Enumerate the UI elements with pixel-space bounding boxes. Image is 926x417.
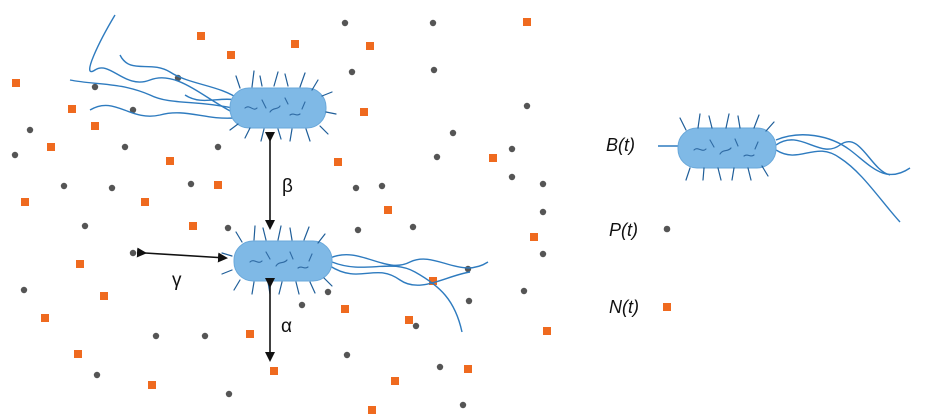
- nutrient-square: [334, 158, 342, 166]
- gamma-label: γ: [172, 270, 182, 291]
- phage-dot: [225, 390, 233, 398]
- phage-dot: [11, 151, 19, 159]
- nutrient-square: [100, 292, 108, 300]
- phage-dot: [429, 19, 437, 27]
- nutrient-square: [227, 51, 235, 59]
- phage-dot: [539, 250, 547, 258]
- phage-dot: [508, 145, 516, 153]
- nutrient-square: [189, 222, 197, 230]
- phage-dot: [341, 19, 349, 27]
- nutrient-square: [270, 367, 278, 375]
- legend-nutrient-square: [663, 303, 671, 311]
- phage-dot: [539, 208, 547, 216]
- alpha-label: α: [281, 316, 292, 337]
- phage-dot: [465, 297, 473, 305]
- nutrient-square: [366, 42, 374, 50]
- nutrient-square: [429, 277, 437, 285]
- nutrient-square: [214, 181, 222, 189]
- phage-dot: [449, 129, 457, 137]
- nutrient-square: [391, 377, 399, 385]
- nutrient-square: [489, 154, 497, 162]
- beta-label: β: [282, 176, 293, 197]
- phage-dot: [152, 332, 160, 340]
- nutrient-square: [246, 330, 254, 338]
- phage-dot: [60, 182, 68, 190]
- phage-dot: [20, 286, 28, 294]
- nutrient-square: [530, 233, 538, 241]
- nutrient-square: [464, 365, 472, 373]
- phage-dot: [26, 126, 34, 134]
- phage-dot: [93, 371, 101, 379]
- phage-dot: [298, 301, 306, 309]
- legend-phage-dot: [663, 225, 671, 233]
- phage-dot: [91, 83, 99, 91]
- legend-phage-label: P(t): [609, 220, 638, 240]
- phage-dot: [224, 224, 232, 232]
- nutrient-square: [360, 108, 368, 116]
- bacterium-bottom: [221, 225, 489, 333]
- nutrient-square: [12, 79, 20, 87]
- nutrient-square: [291, 40, 299, 48]
- phage-dot: [129, 249, 137, 257]
- nutrient-square: [91, 122, 99, 130]
- legend: B(t) P(t) N(t): [606, 113, 911, 317]
- phage-dot: [520, 287, 528, 295]
- nutrient-square: [384, 206, 392, 214]
- phage-dot: [108, 184, 116, 192]
- phage-dot: [129, 106, 137, 114]
- bacterium-top: [69, 14, 337, 142]
- nutrient-square: [543, 327, 551, 335]
- nutrient-square: [68, 105, 76, 113]
- legend-bacterium-icon: [677, 113, 911, 223]
- phage-dot: [214, 143, 222, 151]
- phage-dot: [352, 184, 360, 192]
- phage-dot: [412, 322, 420, 330]
- nutrient-square: [76, 260, 84, 268]
- nutrient-square: [368, 406, 376, 414]
- nutrient-square: [74, 350, 82, 358]
- nutrient-square: [148, 381, 156, 389]
- phage-dot: [523, 102, 531, 110]
- particle-field: [11, 18, 551, 414]
- legend-bacteria-label: B(t): [606, 135, 635, 155]
- nutrient-square: [21, 198, 29, 206]
- phage-dot: [121, 143, 129, 151]
- nutrient-square: [197, 32, 205, 40]
- phage-dot: [343, 351, 351, 359]
- nutrient-square: [405, 316, 413, 324]
- nutrient-square: [523, 18, 531, 26]
- phage-dot: [409, 223, 417, 231]
- phage-dot: [81, 222, 89, 230]
- phage-dot: [433, 153, 441, 161]
- phage-dot: [187, 180, 195, 188]
- phage-dot: [464, 265, 472, 273]
- phage-dot: [436, 363, 444, 371]
- nutrient-square: [166, 157, 174, 165]
- nutrient-square: [47, 143, 55, 151]
- legend-nutrient-label: N(t): [609, 297, 639, 317]
- phage-dot: [539, 180, 547, 188]
- arrow-gamma: [136, 247, 228, 263]
- phage-dot: [324, 288, 332, 296]
- phage-dot: [348, 68, 356, 76]
- nutrient-square: [341, 305, 349, 313]
- phage-dot: [201, 332, 209, 340]
- nutrient-square: [141, 198, 149, 206]
- phage-dot: [508, 173, 516, 181]
- phage-dot: [430, 66, 438, 74]
- phage-dot: [378, 182, 386, 190]
- nutrient-square: [41, 314, 49, 322]
- phage-dot: [354, 226, 362, 234]
- phage-dot: [459, 401, 467, 409]
